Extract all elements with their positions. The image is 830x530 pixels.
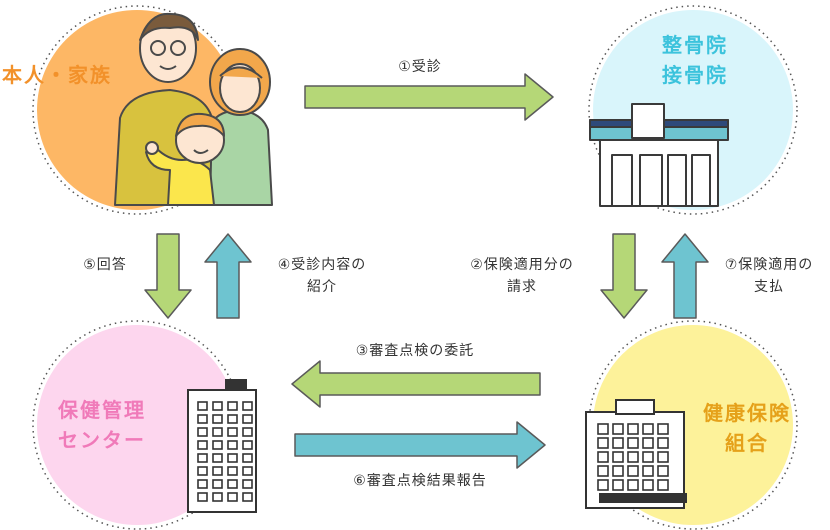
union-building-windows — [597, 423, 669, 491]
building-window — [612, 437, 624, 449]
building-window — [242, 466, 253, 476]
building-window — [242, 414, 253, 424]
arrow-step1 — [304, 73, 554, 121]
arrow-step7 — [661, 233, 709, 319]
clinic-label-line1: 整骨院 — [662, 33, 728, 57]
building-window — [242, 440, 253, 450]
building-window — [627, 423, 639, 435]
building-window — [197, 479, 208, 489]
building-window — [197, 414, 208, 424]
building-window — [627, 451, 639, 463]
building-window — [627, 437, 639, 449]
center-label: 保健管理 センター — [58, 395, 198, 455]
family-illustration — [114, 12, 273, 206]
step7-label: ⑦保険適用の 支払 — [704, 254, 830, 298]
building-window — [197, 427, 208, 437]
building-window — [242, 401, 253, 411]
building-window — [197, 401, 208, 411]
building-window — [597, 423, 609, 435]
building-window — [212, 479, 223, 489]
step7-label-line2: 支払 — [754, 279, 784, 295]
building-window — [197, 466, 208, 476]
center-label-line2: センター — [58, 428, 146, 452]
step5-label: ⑤回答 — [83, 257, 127, 273]
center-building-windows — [197, 401, 253, 502]
step4-label: ④受診内容の 紹介 — [252, 254, 392, 298]
union-building-illustration — [585, 399, 687, 509]
step4-label-line1: ④受診内容の — [277, 257, 367, 273]
building-window — [242, 479, 253, 489]
flow-arrows — [144, 73, 709, 469]
clinic-label: 整骨院 接骨院 — [640, 30, 750, 90]
building-window — [657, 451, 669, 463]
building-window — [612, 423, 624, 435]
building-window — [242, 453, 253, 463]
union-label-line1: 健康保険 — [703, 401, 791, 425]
building-window — [657, 423, 669, 435]
union-label-line2: 組合 — [725, 431, 769, 455]
building-window — [227, 466, 238, 476]
clinic-label-line2: 接骨院 — [662, 63, 728, 87]
center-label-line1: 保健管理 — [58, 398, 146, 422]
building-window — [612, 451, 624, 463]
building-window — [227, 401, 238, 411]
building-window — [197, 453, 208, 463]
building-window — [242, 427, 253, 437]
arrow-step5 — [144, 233, 192, 319]
family-label: 本人・家族 — [2, 63, 112, 87]
building-window — [597, 479, 609, 491]
step2-label-line2: 請求 — [507, 279, 537, 295]
building-window — [227, 453, 238, 463]
building-window — [657, 437, 669, 449]
building-window — [197, 492, 208, 502]
building-window — [642, 437, 654, 449]
building-window — [627, 465, 639, 477]
building-window — [642, 479, 654, 491]
arrow-step6 — [294, 421, 546, 469]
arrow-step4 — [204, 233, 252, 319]
building-window — [227, 414, 238, 424]
building-window — [597, 451, 609, 463]
building-window — [212, 427, 223, 437]
building-window — [612, 465, 624, 477]
step7-label-line1: ⑦保険適用の — [724, 257, 814, 273]
building-window — [627, 479, 639, 491]
building-window — [197, 440, 208, 450]
step2-label-line1: ②保険適用分の — [470, 257, 574, 273]
building-window — [227, 479, 238, 489]
building-window — [227, 427, 238, 437]
building-window — [597, 465, 609, 477]
step4-label-line2: 紹介 — [307, 279, 337, 295]
arrow-step3 — [291, 360, 541, 408]
building-window — [212, 453, 223, 463]
step3-label: ③審査点検の委託 — [355, 343, 475, 359]
step2-label: ②保険適用分の 請求 — [442, 254, 602, 298]
building-window — [212, 492, 223, 502]
union-label: 健康保険 組合 — [692, 398, 802, 458]
clinic-illustration — [589, 103, 729, 207]
building-window — [597, 437, 609, 449]
building-window — [657, 465, 669, 477]
arrow-step2 — [600, 233, 648, 319]
building-window — [212, 466, 223, 476]
building-window — [242, 492, 253, 502]
building-window — [612, 479, 624, 491]
building-window — [227, 492, 238, 502]
building-window — [642, 423, 654, 435]
building-window — [212, 401, 223, 411]
building-window — [227, 440, 238, 450]
step6-label: ⑥審査点検結果報告 — [353, 473, 487, 489]
building-window — [642, 451, 654, 463]
building-window — [657, 479, 669, 491]
building-window — [212, 440, 223, 450]
building-window — [642, 465, 654, 477]
building-window — [212, 414, 223, 424]
step1-label: ①受診 — [398, 59, 442, 75]
